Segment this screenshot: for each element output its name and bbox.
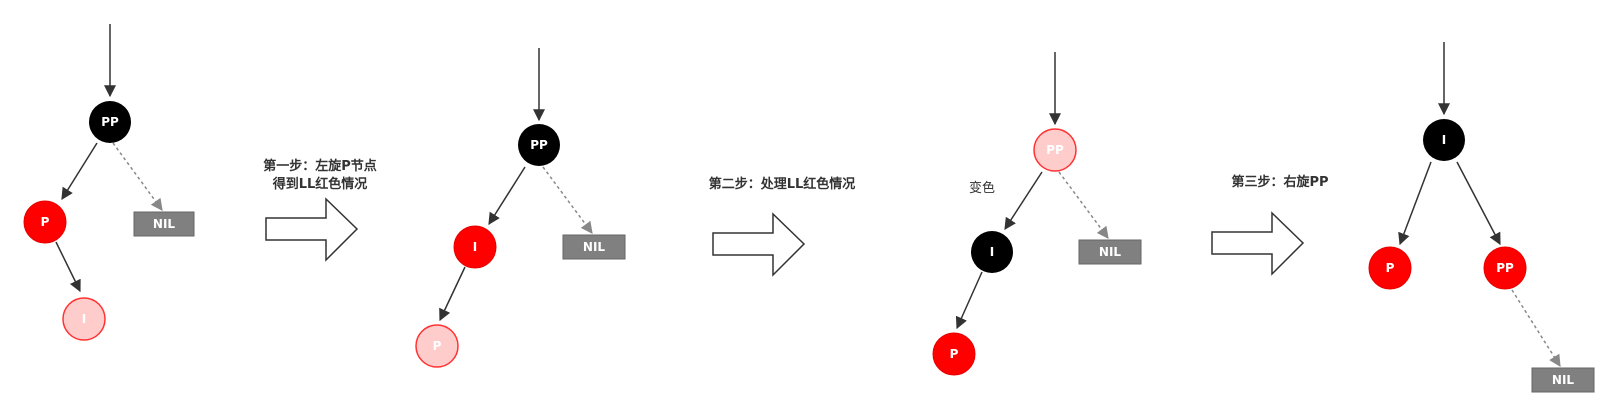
step-1-line-1: 第一步：左旋P节点 [263,158,377,174]
node-pp-black: PP [518,124,560,166]
edge-i-to-pp [1456,161,1501,246]
svg-text:I: I [82,312,86,326]
nil-box: NIL [562,234,626,260]
svg-text:PP: PP [530,138,548,152]
node-p-red: P [932,332,976,376]
step-2-caption: 第二步：处理LL红色情况 [709,176,856,192]
step-1-caption: 第一步：左旋P节点 得到LL红色情况 [263,158,377,192]
step-2-arrow [712,212,806,277]
node-i-black: I [1423,119,1465,161]
svg-text:NIL: NIL [1099,245,1122,259]
edge-pp-to-nil [1511,289,1561,368]
node-i-black: I [971,231,1013,273]
edge-p-to-i [55,241,81,293]
svg-text:P: P [950,347,959,361]
svg-text:P: P [433,339,442,353]
stage-4-tree: I P PP NIL [1368,42,1595,393]
svg-text:PP: PP [101,115,119,129]
svg-text:P: P [41,215,50,229]
svg-text:P: P [1386,261,1395,275]
edge-i-to-p [439,266,466,322]
step-3-arrow [1211,211,1305,276]
nil-box: NIL [1531,367,1595,393]
svg-text:I: I [473,240,477,254]
node-pp-black: PP [89,101,131,143]
edge-pp-to-nil [542,166,593,234]
step-1-arrow [265,197,359,262]
step-3-caption: 第三步：右旋PP [1231,174,1328,190]
svg-text:PP: PP [1046,143,1064,157]
recolor-note: 变色 [969,180,995,196]
svg-text:PP: PP [1496,261,1514,275]
edge-pp-to-i [1004,171,1043,231]
svg-text:NIL: NIL [1552,373,1575,387]
node-pp-pink: PP [1033,128,1077,172]
edge-pp-to-nil [1058,171,1109,239]
svg-text:I: I [990,245,994,259]
node-pp-red: PP [1483,246,1527,290]
node-p-red: P [23,200,67,244]
node-i-pink: I [62,297,106,341]
svg-text:NIL: NIL [583,240,606,254]
edge-pp-to-p [61,142,98,201]
step-1-line-2: 得到LL红色情况 [272,176,368,192]
nil-box: NIL [133,211,195,237]
stage-3-tree: 变色 PP I P NIL [932,52,1142,376]
node-p-red: P [1368,246,1412,290]
stage-2-tree: PP I P NIL [415,48,626,368]
node-p-pink: P [415,324,459,368]
nil-box: NIL [1078,239,1142,265]
stage-1-tree: PP P I NIL [23,24,195,341]
edge-pp-to-i [488,166,526,226]
svg-text:NIL: NIL [153,217,176,231]
node-i-red: I [453,225,497,269]
edge-i-to-p [955,271,983,330]
edge-pp-to-nil [112,142,163,211]
svg-text:I: I [1442,133,1446,147]
edge-i-to-p [1398,161,1432,246]
